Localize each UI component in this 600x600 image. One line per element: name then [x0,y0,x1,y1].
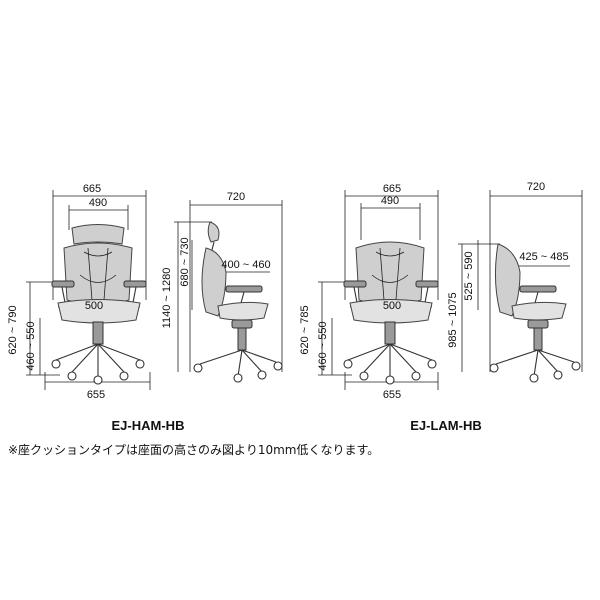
side-backrest-r [494,243,521,317]
dim-seat-width-r: 500 [383,300,401,312]
dim-base-width: 655 [87,389,105,401]
side-headrest [207,221,220,243]
dim-overall-width: 665 [83,183,101,195]
backrest [63,242,133,306]
dim-arm-height: 620 ~ 790 [7,305,19,354]
dim-overall-height-r: 985 ~ 1075 [447,292,459,347]
side-gas-column-r [533,327,543,351]
gas-column-r [384,321,396,345]
seat [57,299,141,324]
dim-depth-r: 720 [527,181,545,193]
dim-back-height: 680 ~ 730 [179,237,191,286]
dim-seat-depth: 400 ~ 460 [221,259,270,271]
side-star-base [199,349,277,377]
dim-overall-height: 1140 ~ 1280 [161,268,173,329]
side-armrest-r [519,285,557,293]
model-name-left: EJ-HAM-HB [112,418,185,433]
side-gas-column [237,327,247,351]
star-base [55,343,141,376]
dim-seat-depth-r: 425 ~ 485 [519,251,568,263]
right-armrest [123,280,147,288]
dim-arm-height-r: 620 ~ 785 [299,305,311,354]
side-backrest [201,247,227,317]
side-seat [217,301,269,321]
left-side-view: 720 1140 ~ 1280 680 ~ 730 400 ~ 460 [161,191,283,383]
dim-headrest-width: 490 [89,197,107,209]
side-seat-r [511,301,567,321]
right-side-view: 720 985 ~ 1075 525 ~ 590 425 ~ 485 [447,181,583,383]
dim-depth: 720 [227,191,245,203]
footnote: ※座クッションタイプは座面の高さのみ図より10mm低くなります。 [8,443,380,457]
right-armrest-r [415,280,439,288]
seat-r [349,299,433,324]
gas-column [92,321,104,345]
dim-base-width-r: 655 [383,389,401,401]
dim-seat-height: 460 ~ 550 [25,321,37,370]
model-name-right: EJ-LAM-HB [410,418,482,433]
dim-seat-height-r: 460 ~ 550 [317,321,329,370]
backrest-r [355,241,425,306]
right-front-view: 665 490 500 655 620 ~ 785 460 ~ 550 [299,183,439,401]
side-star-base-r [495,349,575,377]
dim-overall-width-r: 665 [383,183,401,195]
dim-seat-width: 500 [85,300,103,312]
dim-back-height-r: 525 ~ 590 [463,251,475,300]
headrest [71,224,125,245]
side-armrest [225,285,263,293]
left-armrest [51,280,75,288]
dim-back-width-r: 490 [381,195,399,207]
left-front-view: 665 490 500 655 620 ~ 790 460 ~ 550 [7,183,151,401]
left-armrest-r [343,280,367,288]
star-base-r [347,343,433,376]
